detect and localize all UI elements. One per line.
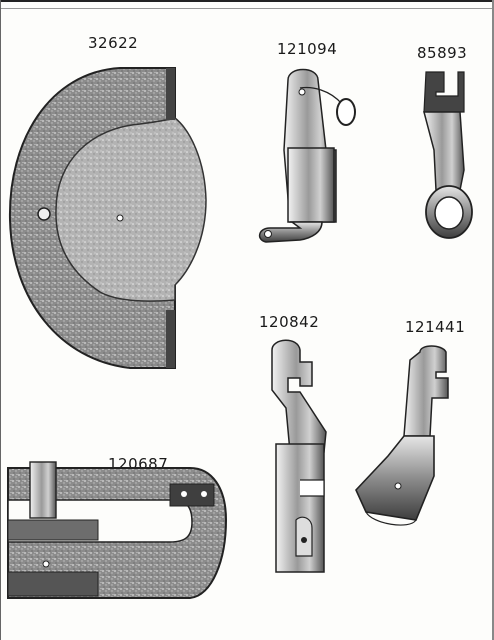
page-border-rule	[0, 8, 494, 9]
page-border-left	[0, 0, 1, 640]
hook-bracket-icon	[271, 339, 327, 573]
part-number-label: 85893	[417, 44, 468, 62]
ring-guide-icon	[423, 71, 473, 239]
page-border-top	[0, 0, 494, 2]
page-border-right	[492, 0, 494, 640]
part-number-label: 121094	[277, 40, 338, 58]
part-number-label: 121441	[405, 318, 466, 336]
cover-plate-icon	[8, 67, 207, 369]
throat-plate-icon	[7, 461, 228, 599]
part-number-label: 32622	[88, 34, 139, 52]
thread-guide-icon	[258, 68, 356, 243]
presser-foot-icon	[355, 345, 449, 526]
part-number-label: 120842	[259, 313, 320, 331]
